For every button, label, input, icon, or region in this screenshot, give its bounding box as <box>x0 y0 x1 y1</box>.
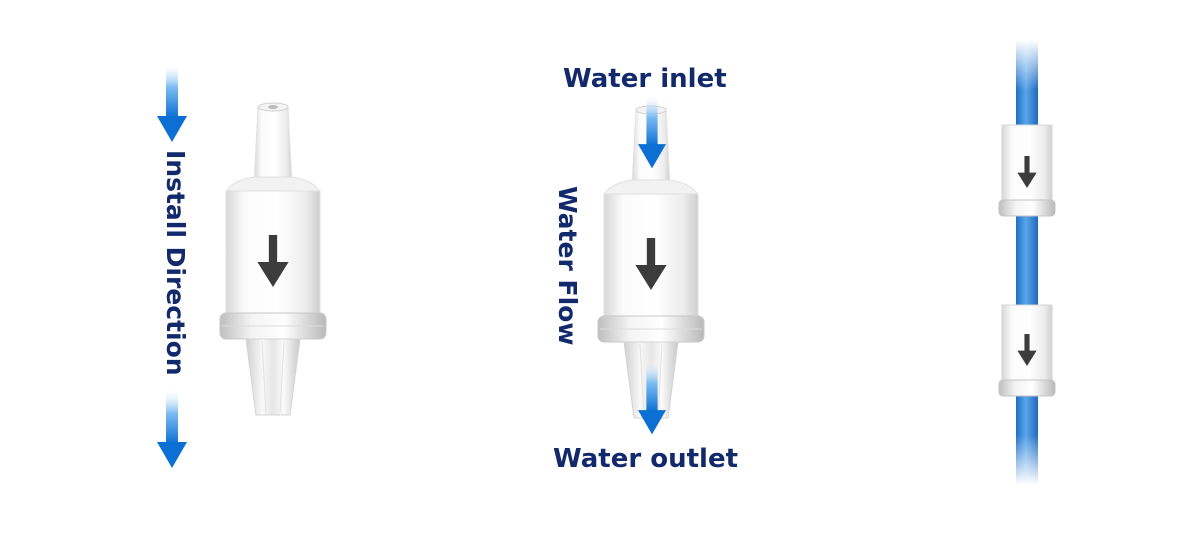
check-valve-icon <box>998 124 1056 217</box>
install-direction-arrow-bottom <box>157 388 187 468</box>
down-arrow-icon <box>638 93 666 169</box>
install-direction-arrow-top <box>157 62 187 142</box>
check-valve-icon <box>219 102 327 416</box>
water-inlet-label: Water inlet <box>563 64 727 94</box>
install-direction-label: Install Direction <box>161 150 190 376</box>
down-arrow-icon <box>157 62 187 142</box>
inline-tube-assembly <box>998 40 1056 485</box>
water-outlet-label: Water outlet <box>553 444 739 474</box>
down-arrow-icon <box>157 388 187 468</box>
check-valve-left <box>219 102 327 416</box>
outlet-flow-arrow <box>638 359 666 435</box>
down-arrow-icon <box>638 359 666 435</box>
check-valve-icon <box>998 304 1056 397</box>
water-flow-label: Water Flow <box>553 186 582 346</box>
blue-tube-icon <box>1016 40 1038 485</box>
inlet-flow-arrow <box>638 93 666 169</box>
